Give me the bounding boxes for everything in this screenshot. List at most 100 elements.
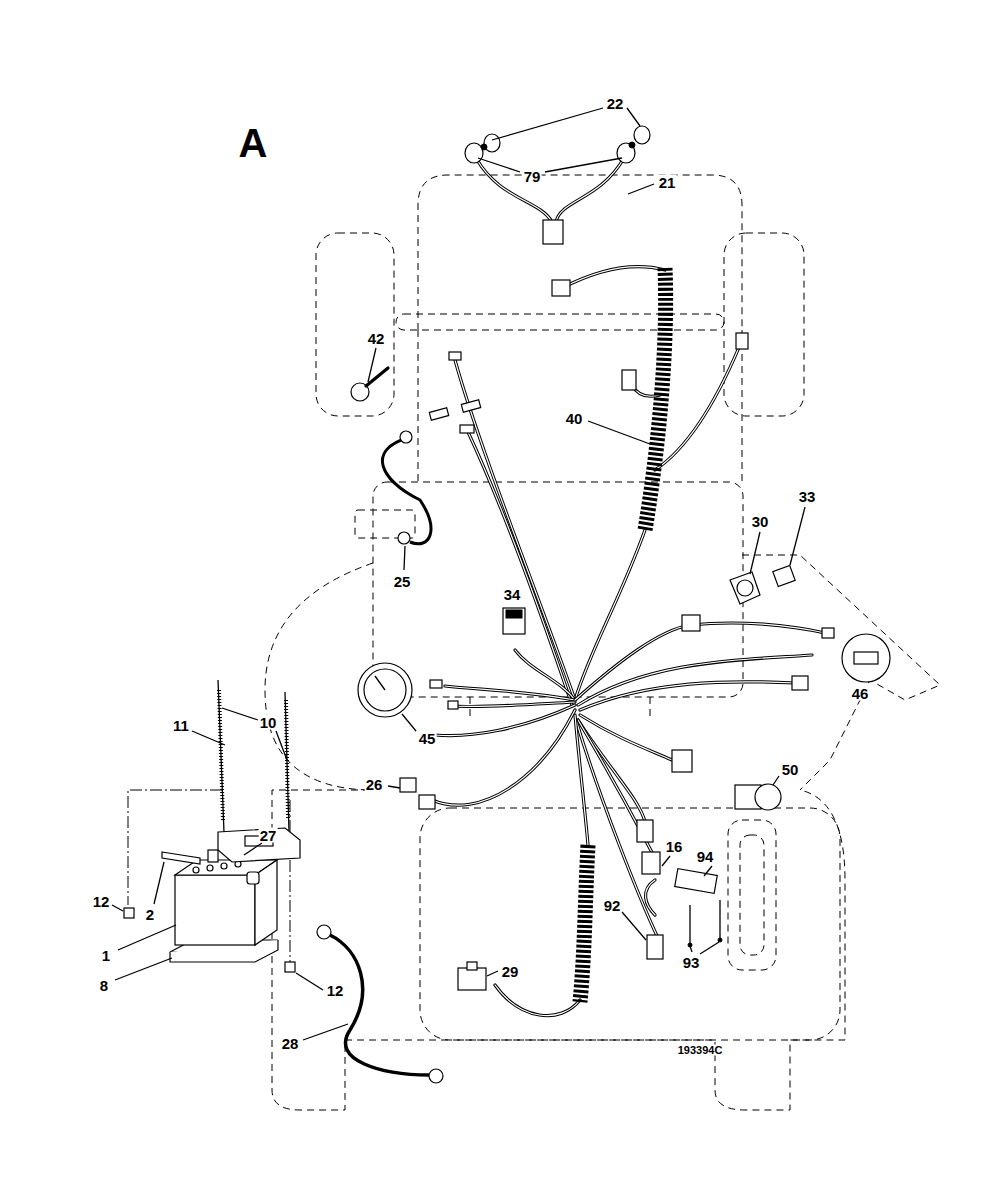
ground-cable [461, 400, 480, 412]
headlight [629, 142, 635, 148]
callout-number: 30 [751, 514, 770, 529]
fastener [718, 938, 722, 942]
battery [208, 850, 218, 862]
wiring-harness [455, 360, 575, 700]
leader-line [244, 843, 262, 855]
chassis-outline [742, 555, 940, 790]
callout-number: 27 [259, 828, 278, 843]
leader-line [790, 507, 805, 565]
callout-number: 8 [99, 978, 109, 993]
connector [400, 280, 834, 959]
wiring-harness [690, 623, 825, 633]
battery [124, 908, 134, 918]
conduit-coil [645, 268, 666, 530]
leader-line [296, 973, 323, 990]
callout-number: 22 [606, 96, 625, 111]
callout-number: 79 [523, 169, 542, 184]
ignition-switch [730, 565, 795, 604]
view-letter: A [238, 123, 269, 163]
conduit-coil [580, 268, 666, 1002]
ground-cable [429, 408, 448, 420]
ignition-switch [737, 580, 753, 596]
leader-line [154, 862, 164, 904]
headlight [476, 158, 624, 222]
leader-line [690, 942, 719, 954]
gauge [358, 634, 890, 717]
ground-cable [400, 431, 412, 443]
headlight [476, 158, 624, 222]
wiring-harness [575, 715, 588, 845]
connector [647, 935, 663, 959]
connector [637, 820, 653, 842]
leader-line [492, 108, 640, 140]
leader-line [112, 905, 123, 911]
wiring-harness [646, 880, 655, 915]
headlight [481, 144, 487, 150]
leader-line [388, 786, 400, 788]
leader-line [222, 708, 287, 760]
switch [458, 608, 781, 990]
wiring-harness [575, 625, 690, 700]
leader-line [402, 714, 416, 731]
headlight [465, 126, 650, 244]
wiring-harness [455, 702, 575, 707]
wiring-harness [580, 682, 795, 710]
chassis-outline [420, 808, 840, 1040]
callout-number: 28 [281, 1036, 300, 1051]
wiring-harness [495, 985, 580, 1016]
wiring-harness [575, 530, 645, 700]
connector [822, 628, 834, 638]
ground-cable [398, 532, 410, 544]
callout-number: 50 [781, 762, 800, 777]
placement-line [290, 800, 291, 962]
conduit-coil [580, 845, 588, 1002]
hold-down [219, 690, 288, 820]
wiring-harness [468, 432, 572, 705]
leader-line [750, 532, 760, 574]
wiring-harness [580, 715, 672, 760]
fastener [688, 900, 722, 947]
wiring-harness [495, 985, 580, 1016]
wiring-harness [690, 623, 825, 633]
battery-cable [429, 1069, 443, 1083]
callout-number: 1 [101, 948, 111, 963]
hold-down [218, 680, 289, 832]
wiring-harness [575, 715, 588, 845]
wiring-harness [580, 715, 672, 760]
connector [552, 280, 570, 296]
ground-cable [382, 437, 430, 544]
connector [449, 352, 461, 360]
leader-line [115, 958, 172, 980]
chassis-outline [724, 233, 804, 416]
chassis-outline [470, 697, 650, 720]
switch [467, 962, 477, 970]
battery-cable [330, 935, 430, 1075]
callout-number: 12 [326, 983, 345, 998]
chassis-outline [316, 233, 394, 416]
callout-number: 40 [565, 411, 584, 426]
leader-line [404, 546, 405, 570]
battery [247, 872, 259, 884]
callout-number: 10 [259, 715, 278, 730]
wiring-harness [432, 267, 825, 1016]
gauge [854, 652, 878, 664]
leader-line [118, 925, 176, 950]
callout-number: 29 [501, 964, 520, 979]
callout-number: 26 [365, 777, 384, 792]
leader-line [478, 158, 622, 172]
hold-down [218, 680, 300, 862]
callout-number: 2 [145, 907, 155, 922]
wiring-harness [646, 880, 655, 915]
headlight [617, 143, 635, 163]
connector [736, 333, 748, 349]
callout-number: 11 [172, 718, 190, 733]
leader-line [192, 731, 225, 745]
wiring-harness [432, 710, 575, 805]
leader-line [487, 971, 498, 976]
wiring-harness [580, 682, 795, 710]
leader-line [622, 912, 646, 940]
hold-down [218, 828, 300, 862]
callout-number: 16 [665, 839, 684, 854]
connector [622, 370, 636, 390]
